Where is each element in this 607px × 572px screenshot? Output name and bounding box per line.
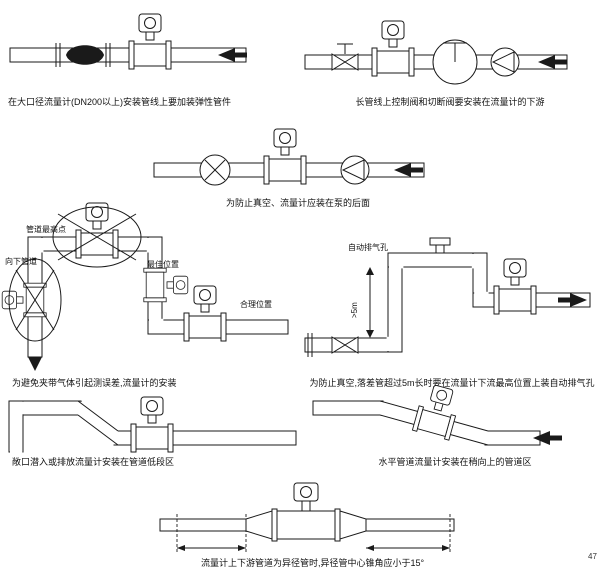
diagram-auto-vent <box>304 237 591 358</box>
caption-auto-vent: 为防止真空,落差管超过5m长时要在流量计下流最高位置上装自动排气孔 <box>309 378 595 388</box>
pipe-slope <box>78 401 118 445</box>
flowmeter-icon <box>263 128 307 185</box>
pipe-joint <box>474 291 489 307</box>
pipe-run <box>312 400 384 416</box>
caption-after-pump: 为防止真空、流量计应装在泵的后面 <box>225 198 370 208</box>
flowmeter-icon <box>271 482 341 542</box>
caption-reducers: 流量计上下游管道为异径管时,异径管中心锥角应小于15° <box>200 558 425 568</box>
pipe-joint <box>389 254 404 269</box>
diagram-reducers <box>159 482 455 552</box>
diagram-upward-slope <box>312 381 562 446</box>
flowmeter-icon <box>130 396 174 453</box>
label-height-dim: >5m <box>350 302 359 318</box>
label-highest-point: 管道最高点 <box>26 225 66 234</box>
diagram-gas-entrapment-positions <box>1 202 289 371</box>
caption-low-section: 敞口潜入或排放流量计安装在管道低段区 <box>12 457 175 467</box>
caption-elastic-joint: 在大口径流量计(DN200以上)安装管线上要加装弹性管件 <box>8 97 232 107</box>
wrong-position-marker <box>52 206 142 268</box>
wrong-position-marker <box>8 258 62 342</box>
pipe-joint <box>29 238 44 253</box>
pump-icon <box>340 155 370 185</box>
check-valve-icon <box>199 154 231 186</box>
flowmeter-icon <box>143 267 189 303</box>
label-best-position: 最佳位置 <box>147 260 179 269</box>
pipe-joint <box>471 254 487 269</box>
pipe-run <box>9 47 247 63</box>
vent-icon <box>429 237 451 253</box>
pump-icon <box>490 47 520 77</box>
page-number: 47 <box>588 552 597 561</box>
diagram-elastic-joint <box>9 13 247 70</box>
pipe-run <box>365 518 455 532</box>
pipe-slope-edge <box>77 400 119 432</box>
pipe-run <box>484 430 541 446</box>
caption-gas-entrapment: 为避免夹带气体引起测误差,流量计的安装 <box>12 378 177 388</box>
pipe-joint <box>386 336 401 351</box>
reducer-shape <box>339 510 367 540</box>
flowmeter-icon <box>183 285 227 342</box>
open-end <box>10 451 23 453</box>
label-auto-vent: 自动排气孔 <box>348 243 388 252</box>
pipe-run <box>159 518 247 532</box>
flowmeter-icon <box>493 258 537 315</box>
flowmeter-icon <box>371 20 415 77</box>
down-arrow-icon <box>28 357 42 371</box>
dimension-line <box>176 514 451 552</box>
diagram-low-section <box>8 396 297 453</box>
caption-valves-downstream: 长管线上控制阀和切断阀要安装在流量计的下游 <box>355 97 545 107</box>
diagram-valves-downstream <box>304 20 568 85</box>
pipe-joint <box>146 238 162 253</box>
label-down-pipe: 向下管道 <box>5 257 37 266</box>
pipe-slope-edge <box>77 414 119 446</box>
pipe-joint <box>149 318 164 334</box>
flowmeter-icon <box>75 202 119 259</box>
label-reasonable-position: 合理位置 <box>240 300 272 309</box>
caption-upward-slope: 水平管道流量计安装在稍向上的管道区 <box>378 457 532 467</box>
dimension-line <box>366 267 374 338</box>
reducer-shape <box>245 510 273 540</box>
elastic-joint-icon <box>66 45 104 65</box>
pipe-joint <box>10 401 24 415</box>
flowmeter-icon <box>128 13 172 70</box>
diagram-after-pump <box>153 128 425 186</box>
